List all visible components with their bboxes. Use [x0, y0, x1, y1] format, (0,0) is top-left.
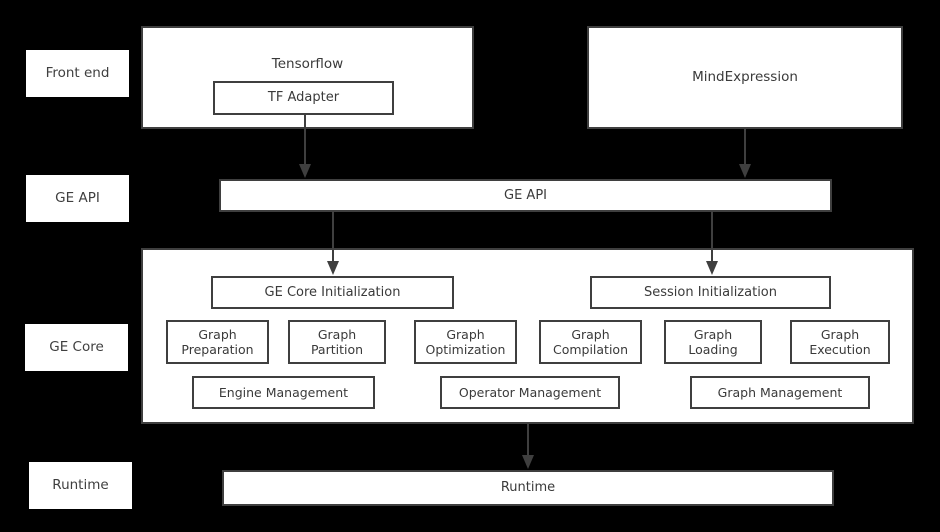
layer-label-ge-core: GE Core [25, 324, 128, 371]
mindexpression-container[interactable]: MindExpression [587, 26, 903, 129]
layer-label-front-end: Front end [26, 50, 129, 97]
graph-loading-box[interactable]: Graph Loading [664, 320, 762, 364]
arrow-ge-api-to-ge-core-initialization [325, 212, 341, 277]
ge-api-bar[interactable]: GE API [219, 179, 832, 212]
graph-optimization-box[interactable]: Graph Optimization [414, 320, 517, 364]
ge-core-initialization-box[interactable]: GE Core Initialization [211, 276, 454, 309]
arrow-ge-api-to-session-initialization [704, 212, 720, 277]
graph-management-box[interactable]: Graph Management [690, 376, 870, 409]
session-initialization-box[interactable]: Session Initialization [590, 276, 831, 309]
arrow-mindexpression-to-ge-api [737, 129, 753, 180]
layer-label-ge-api: GE API [26, 175, 129, 222]
operator-management-box[interactable]: Operator Management [440, 376, 620, 409]
tensorflow-title: Tensorflow [271, 56, 344, 72]
runtime-bar[interactable]: Runtime [222, 470, 834, 506]
engine-management-box[interactable]: Engine Management [192, 376, 375, 409]
tf-adapter-box[interactable]: TF Adapter [213, 81, 394, 115]
layer-label-runtime: Runtime [29, 462, 132, 509]
graph-partition-box[interactable]: Graph Partition [288, 320, 386, 364]
arrow-tf-adapter-to-ge-api [297, 114, 313, 180]
arrow-ge-core-to-runtime [520, 424, 536, 471]
graph-compilation-box[interactable]: Graph Compilation [539, 320, 642, 364]
graph-execution-box[interactable]: Graph Execution [790, 320, 890, 364]
graph-preparation-box[interactable]: Graph Preparation [166, 320, 269, 364]
